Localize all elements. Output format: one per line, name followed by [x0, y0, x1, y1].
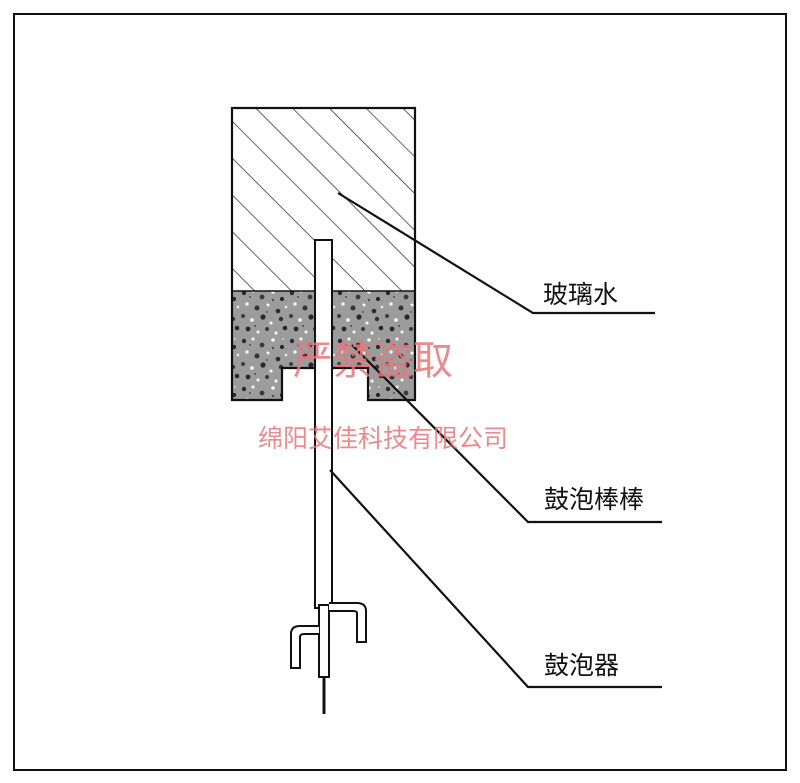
container-outline — [230, 106, 417, 402]
left-hook — [290, 625, 319, 669]
label-bubble-rod: 鼓泡棒棒 — [544, 485, 644, 514]
leader-line-bubble-rod — [351, 344, 662, 524]
leader-line-bubbler — [329, 469, 662, 689]
watermark-main: 严禁盗取 — [293, 338, 453, 384]
watermark-company: 绵阳艾佳科技有限公司 — [258, 424, 508, 453]
right-hook — [329, 602, 367, 643]
label-bubbler: 鼓泡器 — [544, 651, 619, 680]
bubbler-tube-lower — [318, 604, 330, 678]
leader-line-glass-water — [337, 192, 655, 315]
outer-frame — [13, 13, 787, 771]
label-glass-water: 玻璃水 — [543, 280, 618, 309]
